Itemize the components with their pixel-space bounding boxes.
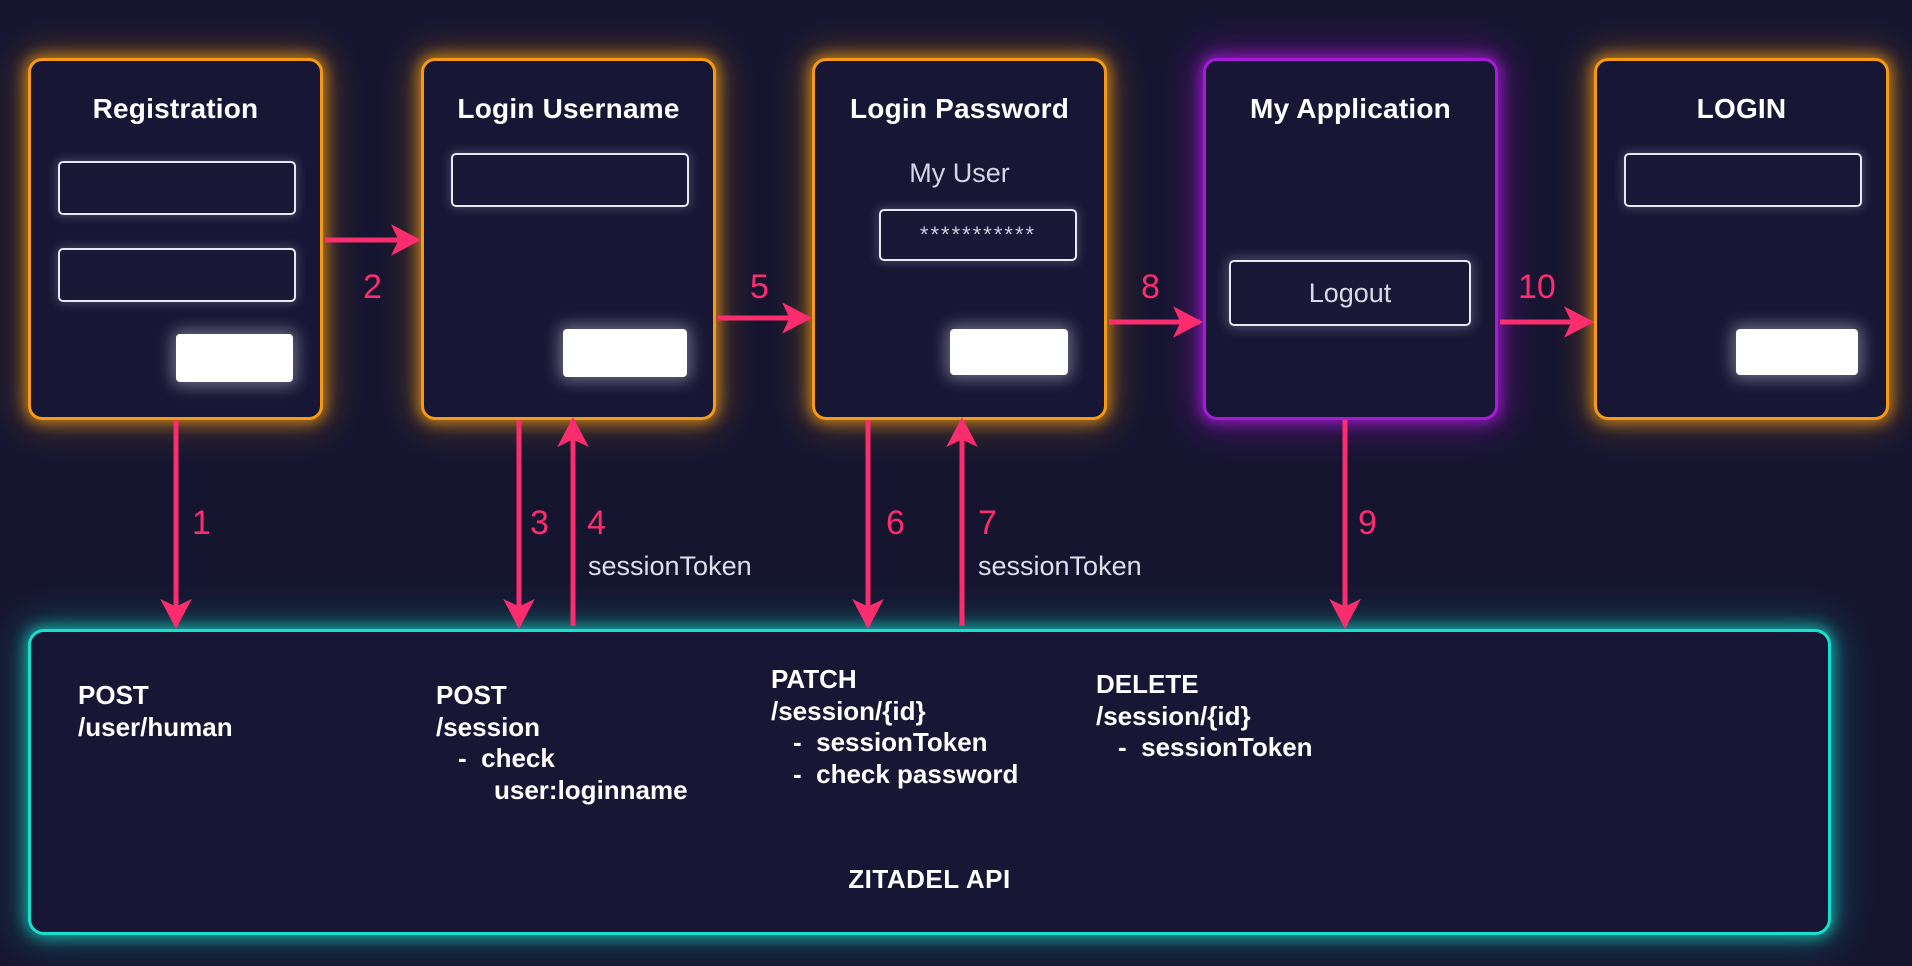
registration-submit-button[interactable] xyxy=(176,334,293,382)
api-endpoint-patch-session: PATCH/session/{id}- sessionToken- check … xyxy=(771,664,1018,791)
screen-card-login-username: Login Username xyxy=(421,58,716,420)
api-endpoint-delete-session: DELETE/session/{id}- sessionToken xyxy=(1096,669,1313,764)
arrow-number-6: 6 xyxy=(886,504,905,542)
api-path-patch-session: /session/{id} xyxy=(771,695,926,726)
api-path-post-session: /session xyxy=(436,711,541,742)
arrow-number-8: 8 xyxy=(1141,268,1160,306)
card-title-login-password: Login Password xyxy=(849,93,1070,124)
api-path-delete-session: /session/{id} xyxy=(1096,700,1251,731)
card-title-login: LOGIN xyxy=(1696,93,1787,124)
arrow-number-4: 4 xyxy=(587,504,606,542)
api-method-patch-session: PATCH xyxy=(771,664,857,694)
arrow-number-5: 5 xyxy=(750,268,769,306)
api-method-post-user-human: POST xyxy=(78,680,149,710)
screen-card-my-application: My Application Logout xyxy=(1203,58,1498,420)
api-param-patch-session-1: - sessionToken xyxy=(793,727,988,758)
login-submit-button[interactable] xyxy=(1736,329,1858,375)
registration-field-2[interactable] xyxy=(58,248,296,302)
arrow-number-10: 10 xyxy=(1518,268,1556,306)
registration-field-1[interactable] xyxy=(58,161,296,215)
api-method-delete-session: DELETE xyxy=(1096,669,1199,699)
api-param-post-session-2: user:loginname xyxy=(494,775,688,806)
api-method-post-session: POST xyxy=(436,680,507,710)
api-path-post-user-human: /user/human xyxy=(78,711,233,742)
login-username-submit-button[interactable] xyxy=(563,329,687,377)
arrow-label-4: sessionToken xyxy=(588,551,752,581)
arrow-number-3: 3 xyxy=(530,504,549,542)
screen-card-registration: Registration xyxy=(28,58,323,420)
card-title-my-application: My Application xyxy=(1250,93,1451,124)
login-username-field[interactable] xyxy=(451,153,689,207)
api-param-post-session-1: - check xyxy=(458,743,555,774)
arrow-number-1: 1 xyxy=(192,504,211,542)
card-title-registration: Registration xyxy=(92,93,259,124)
login-password-submit-button[interactable] xyxy=(950,329,1068,375)
screen-card-login: LOGIN xyxy=(1594,58,1889,420)
api-param-patch-session-2: - check password xyxy=(793,759,1019,790)
api-endpoint-post-user-human: POST/user/human xyxy=(78,680,233,743)
card-title-login-username: Login Username xyxy=(457,93,680,124)
arrow-number-2: 2 xyxy=(363,268,382,306)
api-panel-title: ZITADEL API xyxy=(848,864,1011,894)
arrow-label-7: sessionToken xyxy=(978,551,1142,581)
screen-card-login-password: Login Password My User *********** xyxy=(812,58,1107,420)
api-param-delete-session-1: - sessionToken xyxy=(1118,732,1313,763)
login-password-user-label: My User xyxy=(909,158,1010,188)
logout-button[interactable]: Logout xyxy=(1229,260,1471,326)
login-password-field[interactable]: *********** xyxy=(879,209,1077,261)
arrow-number-7: 7 xyxy=(978,504,997,542)
arrow-number-9: 9 xyxy=(1358,504,1377,542)
login-field[interactable] xyxy=(1624,153,1862,207)
